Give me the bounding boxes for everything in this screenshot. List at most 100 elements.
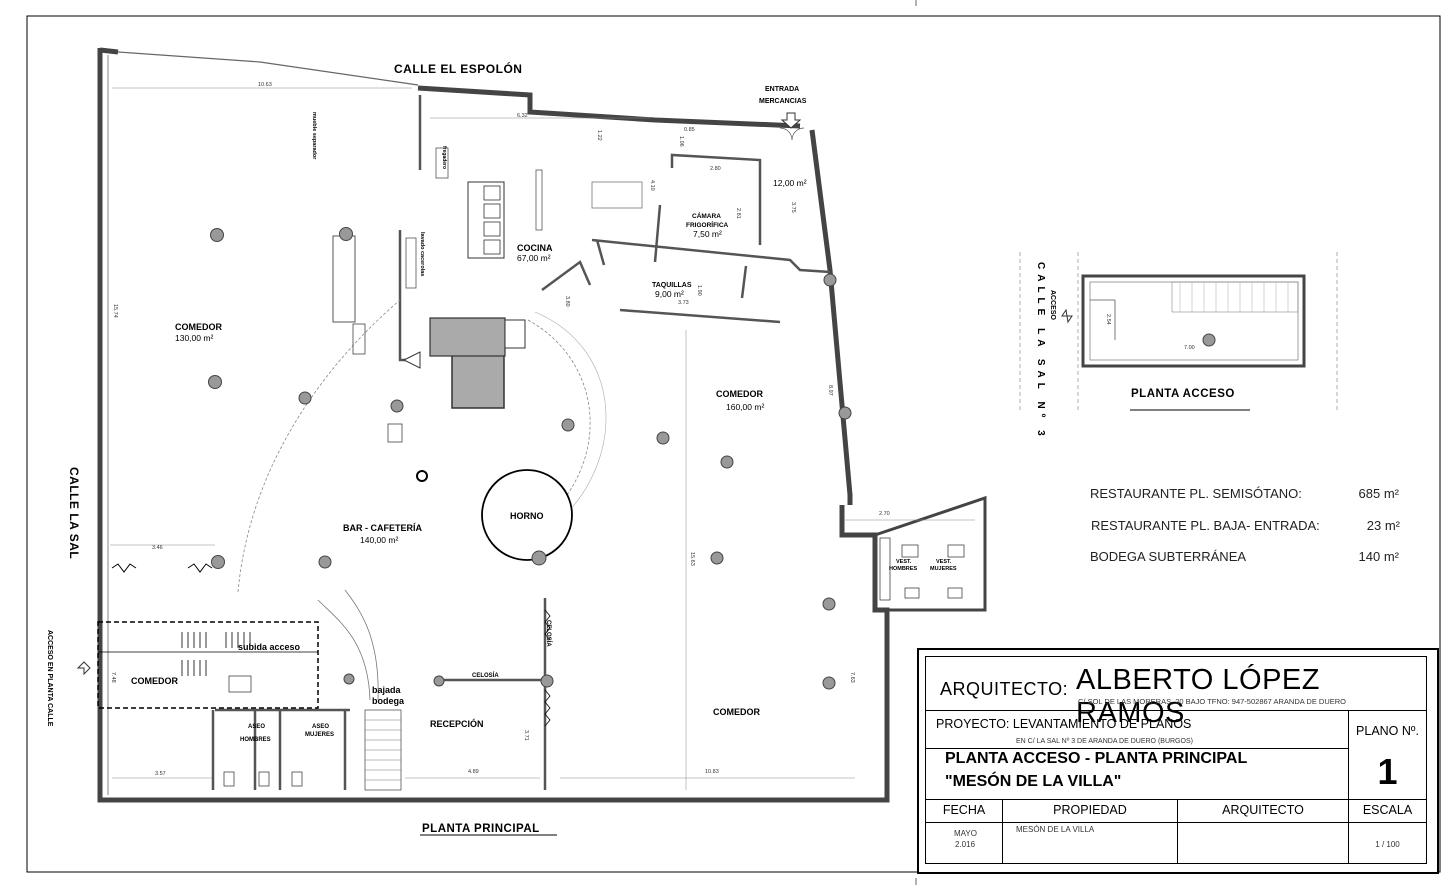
dashed-zone [97,621,319,709]
room-name: subida acceso [238,642,301,652]
room-name: RECEPCIÓN [430,718,484,729]
date-header: FECHA [926,799,1003,823]
date-year: 2.016 [955,840,976,849]
room-name: COCINA [517,243,553,253]
scale-cell: 1 / 100 [1349,823,1426,863]
room-name: HOMBRES [889,566,917,572]
room-area: 12,00 m² [773,178,807,188]
scale-value: 1 / 100 [1375,840,1400,849]
dimension: 15.63 [689,552,695,566]
sheet-number-label: PLANO Nº. [1356,724,1419,738]
drawing-title-section: PLANTA ACCESO - PLANTA PRINCIPAL "MESÓN … [926,748,1349,800]
dimension: 7.63 [849,672,855,683]
outer-walls [97,47,890,803]
room-name: VEST. [896,559,912,565]
room-area: 140,00 m² [360,535,398,545]
room-name: bodega [372,696,405,706]
dimension: 1.22 [596,130,602,141]
drawing-subtitle: "MESÓN DE LA VILLA" [945,773,1122,790]
project-name: PROYECTO: LEVANTAMIENTO DE PLANOS [936,717,1192,731]
merchandise-label-2: MERCANCIAS [759,98,807,105]
dimension: 4.89 [468,769,479,775]
window-mark [111,563,137,573]
plan-title: PLANTA PRINCIPAL [422,823,540,835]
title-block: ARQUITECTO: ALBERTO LÓPEZ RAMOS C/ SOL D… [917,648,1439,874]
access-plan-title: PLANTA ACCESO [1131,388,1235,400]
room-name: COMEDOR [131,676,179,686]
pillars [208,227,1216,690]
area-row: BODEGA SUBTERRÁNEA 140 m² [1090,549,1399,564]
room-name: HORNO [510,511,544,521]
sink-label: fregadero [441,146,447,169]
room-name: MUJERES [305,732,334,738]
dimension: 15.74 [112,304,118,318]
architect-header: ARQUITECTO [1178,799,1349,823]
room-name: ASEO [248,724,265,730]
lattice-label: CELOSÍA [545,620,553,647]
dimension: 3.73 [678,300,689,306]
dimension: 3.57 [155,771,166,777]
dimension: 6.32 [517,113,528,119]
room-area: 130,00 m² [175,333,213,343]
sheet-number: 1 [1377,751,1398,792]
dimension: 2.80 [710,166,721,172]
date-month: MAYO [954,829,977,838]
merchandise-label-1: ENTRADA [765,86,799,93]
date-cell: MAYO 2.016 [926,823,1003,863]
architect-cell [1178,823,1349,863]
dimension: 0.85 [684,127,695,133]
room-name: CÁMARA [692,211,721,220]
area-label: RESTAURANTE PL. BAJA- ENTRADA: [1091,518,1320,533]
lattice-label: CELOSÍA [472,671,499,679]
room-name: COMEDOR [175,322,223,332]
architect-address: C/ SOL DE LAS MORERAS, 20 BAJO TFNO: 947… [1078,697,1347,706]
area-value: 23 m² [1366,518,1400,533]
bar-counter-arc [237,299,401,593]
sheet-border [26,15,1441,873]
area-summary: RESTAURANTE PL. SEMISÓTANO: 685 m² RESTA… [1078,478,1404,582]
room-area: 67,00 m² [517,253,551,263]
architect-name: ALBERTO LÓPEZ RAMOS [1076,664,1320,729]
dimension: 2.70 [879,511,890,517]
project-location: EN C/ LA SAL Nº 3 DE ARANDA DE DUERO (BU… [1016,738,1193,745]
access-vertical-label: ACCESO EN PLANTA CALLE [46,630,53,727]
dimension: 8.97 [827,385,833,396]
drawing-title: PLANTA ACCESO - PLANTA PRINCIPAL [945,750,1248,767]
room-name: HOMBRES [240,737,271,743]
area-label: RESTAURANTE PL. SEMISÓTANO: [1090,486,1302,501]
room-name: VEST. [936,559,952,565]
area-label: BODEGA SUBTERRÁNEA [1090,549,1247,564]
room-name: COMEDOR [713,707,761,717]
room-name: TAQUILLAS [652,282,692,289]
street-label-top: CALLE EL ESPOLÓN [394,61,522,76]
cooker [467,181,505,259]
dimension: 2.54 [1105,314,1111,325]
area-value: 685 m² [1358,486,1399,501]
street-label-left: CALLE LA SAL [67,467,81,559]
dimension: 10.63 [258,82,272,88]
dimension: 7.48 [110,672,116,683]
architect-section: ARQUITECTO: ALBERTO LÓPEZ RAMOS C/ SOL D… [926,657,1426,729]
owner-header: PROPIEDAD [1003,799,1178,823]
dimension: 3.80 [564,296,570,307]
area-row: RESTAURANTE PL. BAJA- ENTRADA: 23 m² [1091,518,1400,533]
interior-walls [211,95,831,790]
architect-label: ARQUITECTO: [940,679,1069,699]
dimension: 7.00 [1184,345,1195,351]
owner-cell: MESÓN DE LA VILLA [1003,823,1178,863]
area-value: 140 m² [1358,549,1399,564]
owner-value: MESÓN DE LA VILLA [1016,825,1095,834]
dimension: 3.75 [790,202,796,213]
dimension: 3.71 [523,730,529,741]
oven-circle [481,469,573,561]
dimension: 3.46 [152,545,163,551]
project-section: PROYECTO: LEVANTAMIENTO DE PLANOS EN C/ … [926,710,1349,749]
access-plan-street: CALLE LA SAL Nº 3 [1035,262,1046,441]
dimension: 1.90 [696,285,702,296]
scale-header: ESCALA [1349,799,1426,823]
dimension: 10.83 [705,769,719,775]
sideboard [332,235,356,323]
room-area: 7,50 m² [693,229,722,239]
access-plan-access: ACCESO [1049,290,1056,321]
